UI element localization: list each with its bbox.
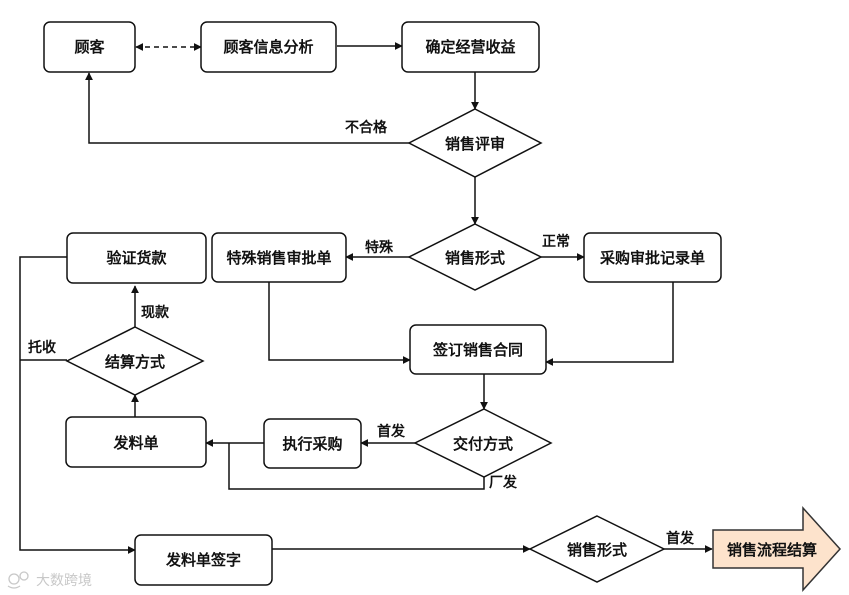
label-first-ship-2: 首发: [666, 530, 695, 547]
node-customer-info-analysis-label: 顾客信息分析: [223, 38, 313, 56]
node-sales-form-1-label: 销售形式: [445, 249, 505, 267]
node-sales-review: 销售评审: [407, 108, 543, 178]
node-issue-note-sign-label: 发料单签字: [165, 551, 241, 569]
node-customer-label: 顾客: [74, 38, 105, 56]
label-unqualified: 不合格: [345, 119, 388, 136]
node-delivery-method-label: 交付方式: [453, 435, 513, 453]
node-verify-payment: 验证货款: [66, 232, 207, 284]
node-customer: 顾客: [43, 21, 136, 73]
node-sales-form-2-label: 销售形式: [567, 541, 627, 559]
node-execute-purchase-label: 执行采购: [282, 435, 342, 453]
node-settlement-method-label: 结算方式: [105, 353, 165, 371]
node-special-sales-approval: 特殊销售审批单: [211, 232, 347, 283]
node-sign-sales-contract: 签订销售合同: [409, 324, 547, 375]
node-confirm-business-revenue: 确定经营收益: [401, 21, 540, 73]
label-normal: 正常: [542, 233, 570, 250]
label-special: 特殊: [365, 239, 394, 256]
edge-delivery-factory-to-issue: [228, 443, 485, 490]
node-sales-form-2: 销售形式: [528, 515, 666, 583]
edge-verify-to-sign: [19, 256, 136, 554]
edges: [19, 42, 713, 554]
label-cash: 现款: [141, 304, 170, 321]
label-collection: 托收: [28, 339, 57, 356]
edge-special-to-contract: [268, 282, 411, 364]
node-confirm-business-revenue-label: 确定经营收益: [425, 38, 515, 56]
edge-review-to-customer: [85, 72, 410, 144]
node-issue-note-label: 发料单: [112, 434, 158, 452]
node-issue-note-sign: 发料单签字: [134, 534, 273, 586]
node-customer-info-analysis: 顾客信息分析: [200, 21, 337, 73]
edge-labels: 不合格 特殊 正常 首发 厂发 现款 托收 首发: [28, 119, 695, 547]
node-purchase-approval-record: 采购审批记录单: [583, 232, 722, 283]
label-first-ship-1: 首发: [377, 423, 406, 440]
edge-purchase-to-contract: [545, 282, 674, 366]
node-settlement-method: 结算方式: [65, 326, 205, 396]
node-issue-note: 发料单: [65, 416, 207, 468]
node-execute-purchase: 执行采购: [263, 418, 362, 469]
label-factory-ship: 厂发: [489, 474, 518, 491]
node-sales-process-settlement: 销售流程结算: [712, 506, 842, 592]
watermark: 大数跨境: [7, 571, 92, 589]
watermark-logo-icon: [7, 571, 29, 589]
node-delivery-method: 交付方式: [413, 408, 553, 478]
node-purchase-approval-record-label: 采购审批记录单: [599, 249, 705, 267]
node-sign-sales-contract-label: 签订销售合同: [432, 341, 523, 359]
node-sales-review-label: 销售评审: [445, 135, 505, 153]
node-special-sales-approval-label: 特殊销售审批单: [226, 249, 331, 267]
watermark-text: 大数跨境: [36, 573, 92, 589]
nodes: 顾客 顾客信息分析 确定经营收益 销售评审 销售形式 特殊销售审批单: [43, 21, 842, 592]
node-sales-form-1: 销售形式: [407, 223, 543, 291]
node-verify-payment-label: 验证货款: [106, 249, 167, 267]
node-sales-process-settlement-label: 销售流程结算: [727, 541, 817, 559]
